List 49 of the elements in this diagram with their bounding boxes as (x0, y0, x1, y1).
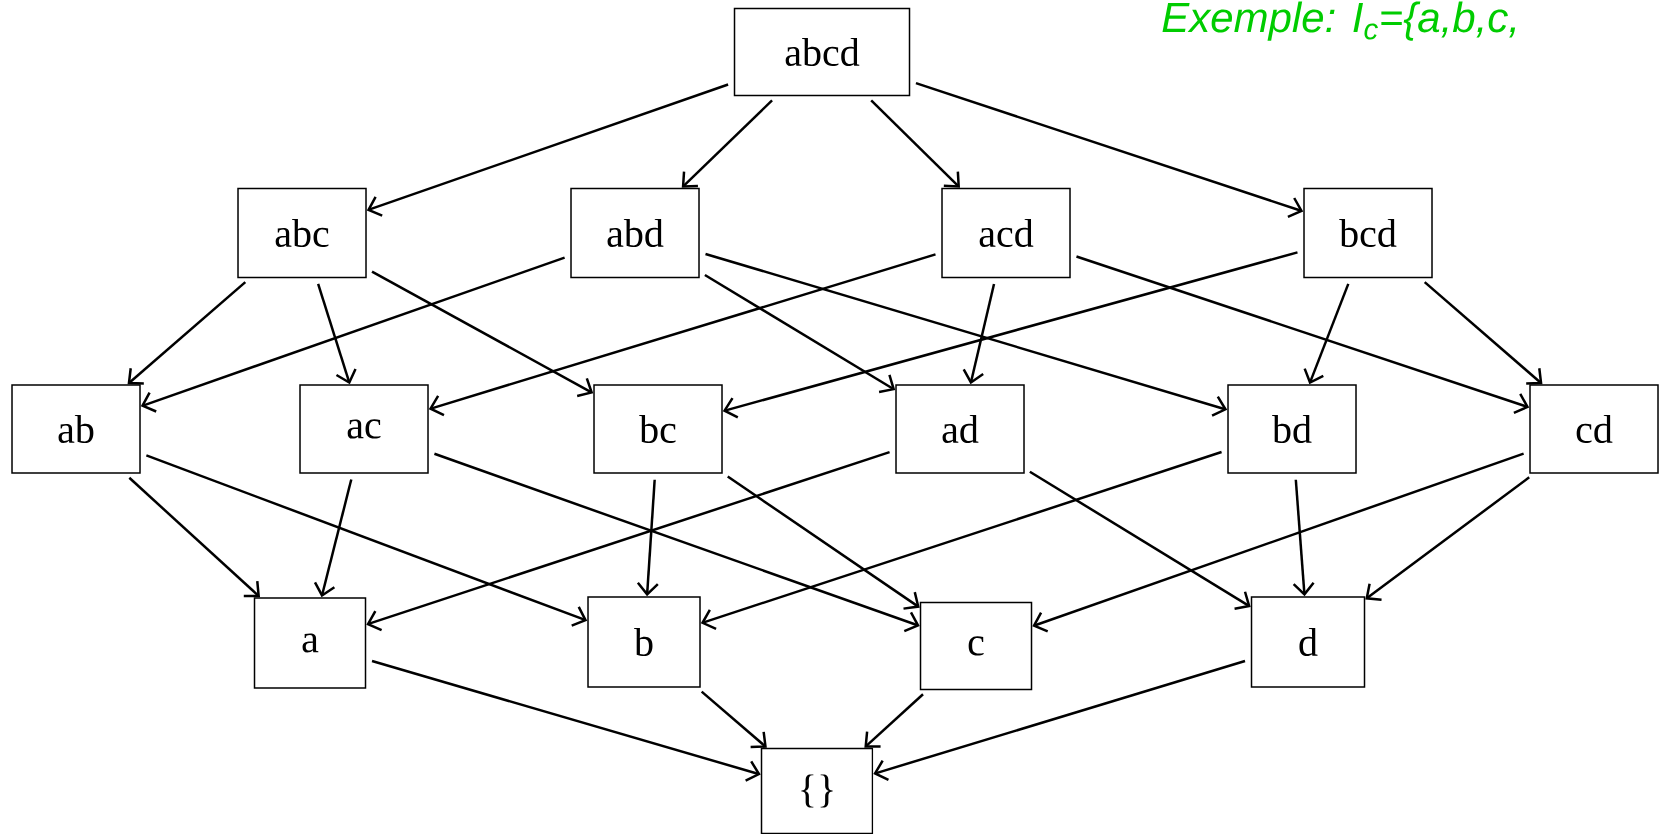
arrow (870, 99, 961, 188)
arrow (962, 283, 996, 385)
title: Exemple: I$_{c}$={a,b,c, (1162, 1, 1516, 41)
arrow (1076, 255, 1530, 415)
arrow (434, 452, 920, 633)
node-box: abcd (733, 7, 911, 97)
arrow (371, 270, 594, 398)
node-box: ab (11, 384, 141, 474)
node-box: acd (941, 187, 1071, 279)
arrow (128, 476, 261, 598)
arrow (366, 83, 729, 217)
node-box: cd (1529, 384, 1659, 474)
arrow (1365, 476, 1530, 601)
arrow (636, 479, 659, 597)
node-box: c (919, 601, 1033, 691)
arrow (366, 450, 890, 632)
arrow (864, 693, 924, 748)
arrow (140, 256, 565, 413)
arrow (313, 479, 353, 598)
arrow (428, 253, 936, 417)
arrow (1303, 283, 1350, 385)
node-box: abd (570, 187, 700, 279)
arrow (371, 659, 761, 782)
node-box: b (587, 596, 701, 688)
arrow (316, 283, 357, 385)
arrow (873, 659, 1246, 781)
arrow (145, 454, 588, 627)
node-box: bc (593, 384, 723, 474)
arrow (1292, 479, 1315, 597)
arrow (700, 690, 767, 749)
arrow (704, 274, 896, 394)
arrow (1032, 452, 1524, 633)
arrow (127, 281, 247, 385)
arrow (681, 99, 773, 188)
node-box: a (253, 597, 367, 689)
node-box: {} (760, 747, 874, 834)
node-box: bcd (1303, 187, 1433, 279)
arrow (722, 251, 1298, 419)
node-box: bd (1227, 384, 1357, 474)
arrow (1029, 470, 1251, 611)
arrow (727, 475, 920, 610)
arrow (705, 252, 1228, 417)
arrow (1423, 281, 1543, 385)
node-box: abc (237, 187, 367, 279)
node-box: ac (299, 384, 429, 474)
arrow (915, 81, 1304, 219)
node-box: d (1250, 596, 1366, 688)
arrow (700, 450, 1222, 630)
node-box: ad (895, 384, 1025, 474)
